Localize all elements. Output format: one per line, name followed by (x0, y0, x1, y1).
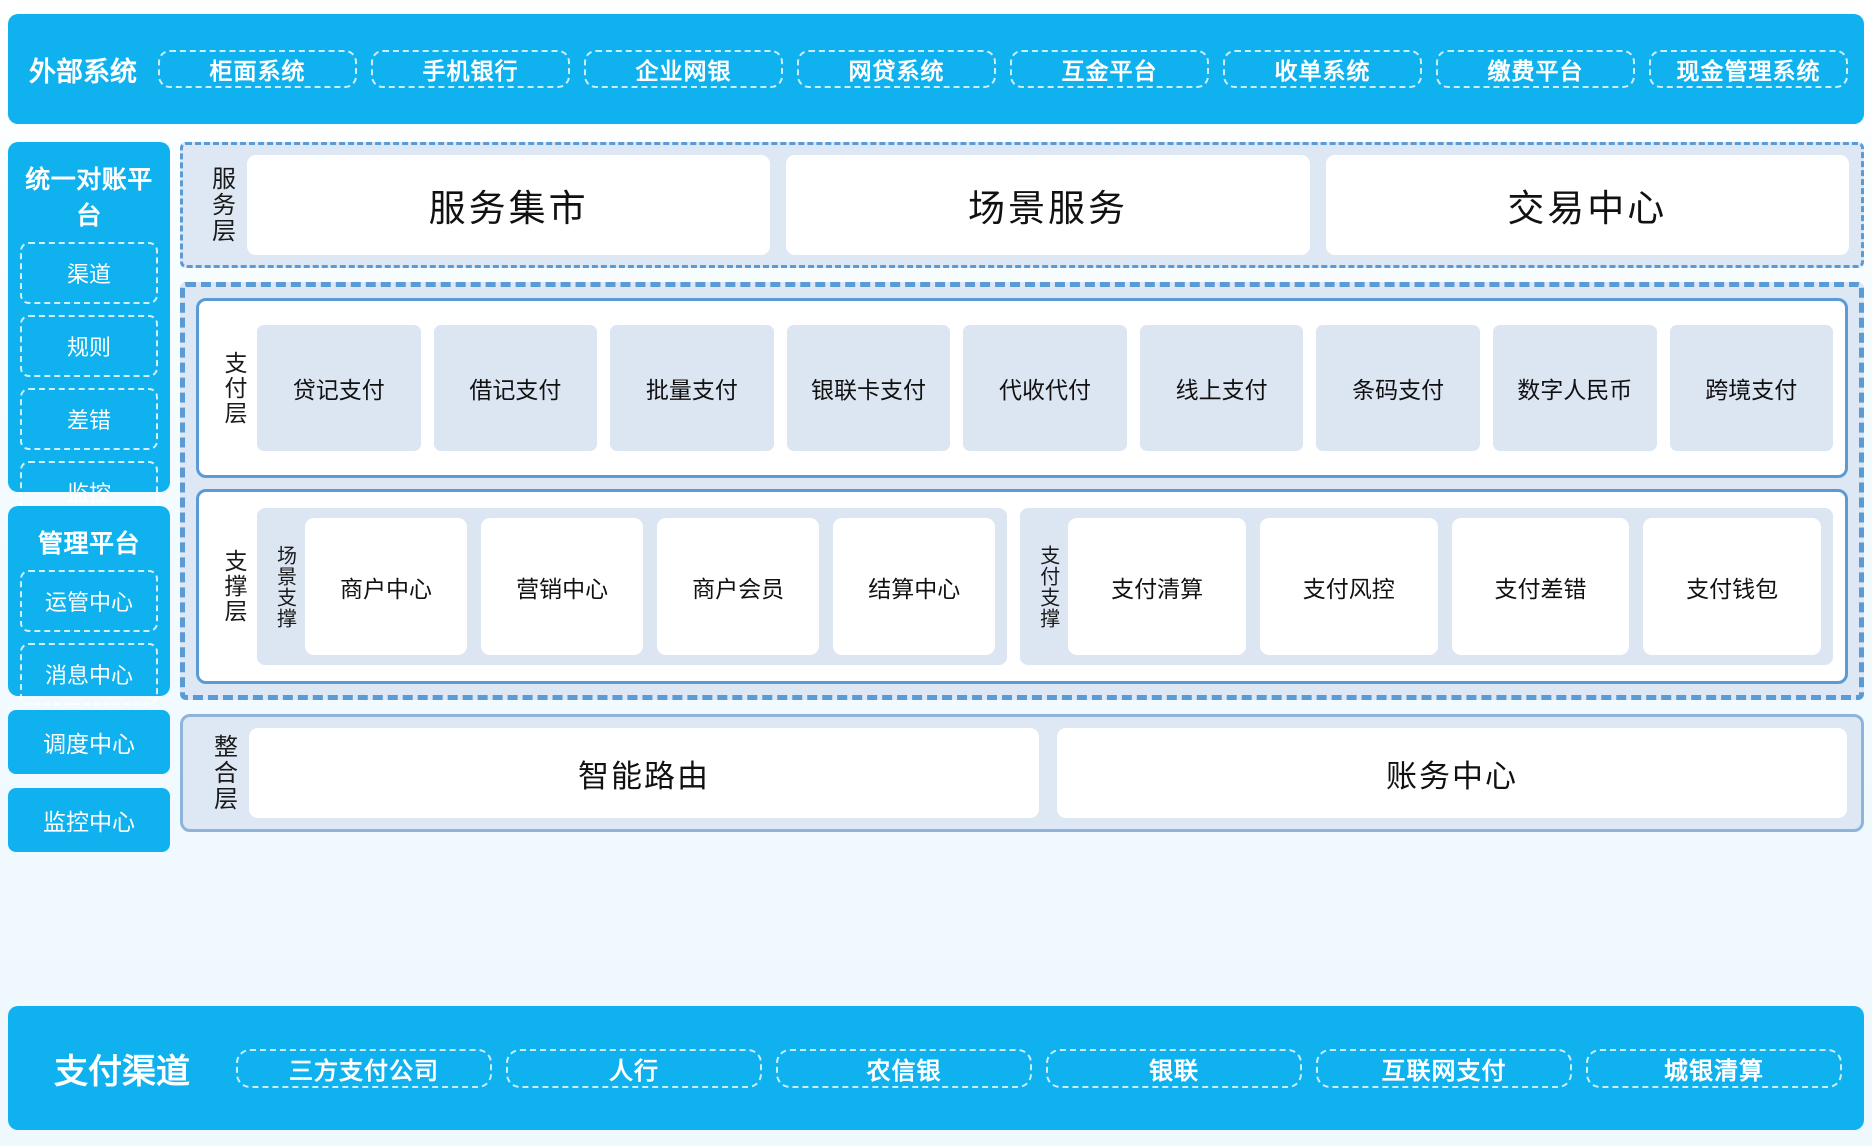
reconciliation-platform-title: 统一对账平台 (25, 166, 153, 230)
payment-channel-list: 三方支付公司 人行 农信银 银联 互联网支付 城银清算 (236, 1048, 1842, 1088)
support-group-payment: 支付支撑 支付清算 支付风控 支付差错 支付钱包 (1020, 508, 1833, 665)
external-system-item[interactable]: 柜面系统 (158, 50, 357, 88)
support-layer: 支撑层 场景支撑 商户中心 营销中心 商户会员 结算中心 支付支撑 (196, 489, 1848, 684)
integration-layer: 整合层 智能路由 账务中心 (180, 714, 1864, 832)
management-item-operations-center[interactable]: 运管中心 (20, 570, 158, 632)
support-cell-settlement-center[interactable]: 结算中心 (833, 518, 996, 655)
service-card-marketplace[interactable]: 服务集市 (247, 155, 771, 255)
payment-cell-cross-border[interactable]: 跨境支付 (1669, 325, 1834, 451)
payment-cell-batch[interactable]: 批量支付 (610, 325, 774, 451)
payment-channel-item[interactable]: 互联网支付 (1316, 1048, 1572, 1088)
management-item-message-center[interactable]: 消息中心 (20, 643, 158, 705)
management-platform-card: 管理平台 运管中心 消息中心 (8, 506, 170, 705)
external-system-item[interactable]: 互金平台 (1010, 50, 1209, 88)
integration-card-smart-routing[interactable]: 智能路由 (249, 728, 1039, 818)
external-system-item[interactable]: 网贷系统 (797, 50, 996, 88)
support-layer-groups: 场景支撑 商户中心 营销中心 商户会员 结算中心 支付支撑 支付清算 支付风控 (257, 502, 1833, 671)
payment-channel-title: 支付渠道 (54, 1052, 190, 1091)
scheduling-center-button[interactable]: 调度中心 (8, 710, 170, 774)
management-platform-title: 管理平台 (37, 530, 140, 558)
payment-layer-label: 支付层 (221, 350, 247, 426)
support-group-scenario-cells: 商户中心 营销中心 商户会员 结算中心 (305, 518, 996, 655)
payment-layer: 支付层 贷记支付 借记支付 批量支付 银联卡支付 代收代付 线上支付 条码支付 … (196, 298, 1848, 478)
external-system-item[interactable]: 企业网银 (584, 50, 783, 88)
reconciliation-item-error[interactable]: 差错 (20, 388, 158, 450)
reconciliation-item-channel[interactable]: 渠道 (20, 242, 158, 304)
payment-cell-barcode[interactable]: 条码支付 (1316, 325, 1480, 451)
payment-channel-item[interactable]: 农信银 (776, 1048, 1032, 1088)
support-group-scenario-label: 场景支撑 (273, 544, 296, 629)
support-cell-merchant-member[interactable]: 商户会员 (657, 518, 820, 655)
reconciliation-platform-card: 统一对账平台 渠道 规则 差错 监控 (8, 142, 170, 523)
payment-cell-credit[interactable]: 贷记支付 (257, 325, 421, 451)
support-cell-payment-wallet[interactable]: 支付钱包 (1643, 518, 1821, 655)
core-layers-container: 支付层 贷记支付 借记支付 批量支付 银联卡支付 代收代付 线上支付 条码支付 … (180, 282, 1864, 700)
support-cell-marketing-center[interactable]: 营销中心 (481, 518, 644, 655)
support-group-scenario: 场景支撑 商户中心 营销中心 商户会员 结算中心 (257, 508, 1008, 665)
payment-channel-item[interactable]: 城银清算 (1586, 1048, 1842, 1088)
payment-channel-item[interactable]: 银联 (1046, 1048, 1302, 1088)
external-system-item[interactable]: 手机银行 (371, 50, 570, 88)
payment-cell-digital-rmb[interactable]: 数字人民币 (1492, 325, 1657, 451)
service-layer-label: 服务层 (207, 166, 235, 244)
service-layer: 服务层 服务集市 场景服务 交易中心 (180, 142, 1864, 268)
integration-layer-cards: 智能路由 账务中心 (249, 728, 1847, 818)
external-systems-title: 外部系统 (29, 56, 137, 87)
external-system-item[interactable]: 收单系统 (1223, 50, 1422, 88)
payment-channel-item[interactable]: 三方支付公司 (236, 1048, 492, 1088)
external-system-item[interactable]: 现金管理系统 (1649, 50, 1848, 88)
support-cell-payment-risk[interactable]: 支付风控 (1259, 518, 1438, 655)
payment-cell-collection-payment[interactable]: 代收代付 (963, 325, 1127, 451)
left-rail: 统一对账平台 渠道 规则 差错 监控 管理平台 运管中心 消息中心 调度中心 监… (8, 142, 170, 968)
integration-card-accounting-center[interactable]: 账务中心 (1057, 728, 1847, 818)
external-system-item[interactable]: 缴费平台 (1436, 50, 1635, 88)
service-card-scenario[interactable]: 场景服务 (786, 155, 1310, 255)
service-card-transaction-center[interactable]: 交易中心 (1325, 155, 1849, 255)
monitoring-center-button[interactable]: 监控中心 (8, 788, 170, 852)
support-group-payment-cells: 支付清算 支付风控 支付差错 支付钱包 (1068, 518, 1821, 655)
external-systems-band: 外部系统 柜面系统 手机银行 企业网银 网贷系统 互金平台 收单系统 缴费平台 … (8, 14, 1864, 124)
payment-channel-band: 支付渠道 三方支付公司 人行 农信银 银联 互联网支付 城银清算 (8, 1006, 1864, 1130)
support-group-payment-label: 支付支撑 (1036, 544, 1059, 629)
support-layer-label: 支撑层 (221, 549, 247, 624)
reconciliation-item-rule[interactable]: 规则 (20, 315, 158, 377)
payment-cell-debit[interactable]: 借记支付 (433, 325, 598, 451)
payment-layer-cells: 贷记支付 借记支付 批量支付 银联卡支付 代收代付 线上支付 条码支付 数字人民… (257, 311, 1834, 465)
integration-layer-label: 整合层 (209, 734, 237, 812)
payment-channel-item[interactable]: 人行 (506, 1048, 762, 1088)
service-layer-cards: 服务集市 场景服务 交易中心 (247, 155, 1849, 255)
payment-cell-unionpay-card[interactable]: 银联卡支付 (786, 325, 951, 451)
external-systems-list: 柜面系统 手机银行 企业网银 网贷系统 互金平台 收单系统 缴费平台 现金管理系… (158, 50, 1848, 88)
support-cell-merchant-center[interactable]: 商户中心 (305, 518, 468, 655)
support-cell-payment-clearing[interactable]: 支付清算 (1068, 518, 1246, 655)
platform-layers: 服务层 服务集市 场景服务 交易中心 支付层 贷记支付 借记支付 批量支付 银联… (180, 142, 1864, 974)
payment-cell-online[interactable]: 线上支付 (1139, 325, 1304, 451)
support-cell-payment-error[interactable]: 支付差错 (1451, 518, 1630, 655)
